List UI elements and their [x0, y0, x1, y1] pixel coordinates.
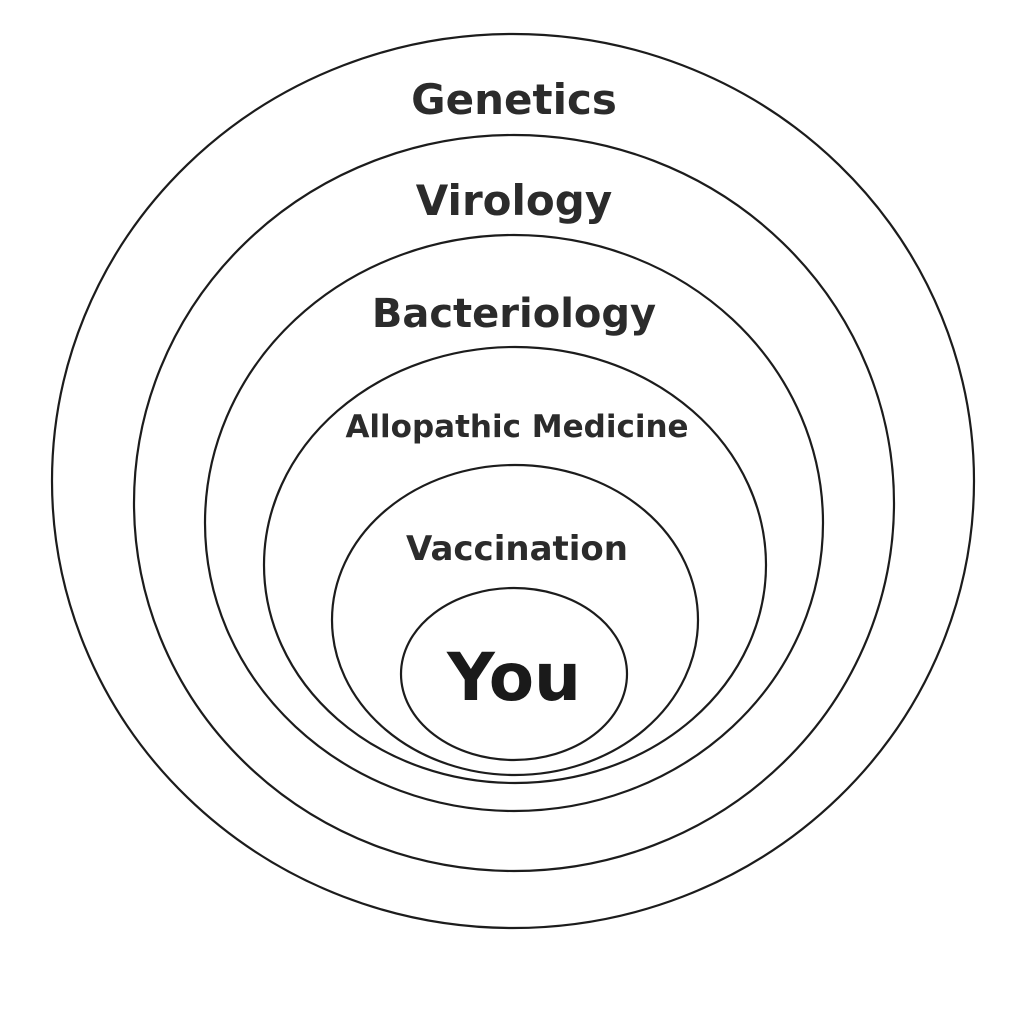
label-allopathic-medicine: Allopathic Medicine: [345, 409, 688, 445]
ring-you: [399, 586, 629, 762]
ring-vaccination: [330, 463, 700, 777]
label-you: You: [446, 639, 581, 716]
ring-genetics: [50, 32, 976, 930]
ring-virology: [132, 133, 896, 873]
label-virology: Virology: [416, 176, 612, 225]
ring-allopathic-medicine: [262, 345, 768, 785]
ring-bacteriology: [203, 233, 825, 813]
label-bacteriology: Bacteriology: [372, 291, 656, 337]
label-vaccination: Vaccination: [406, 529, 628, 569]
label-genetics: Genetics: [411, 75, 617, 124]
